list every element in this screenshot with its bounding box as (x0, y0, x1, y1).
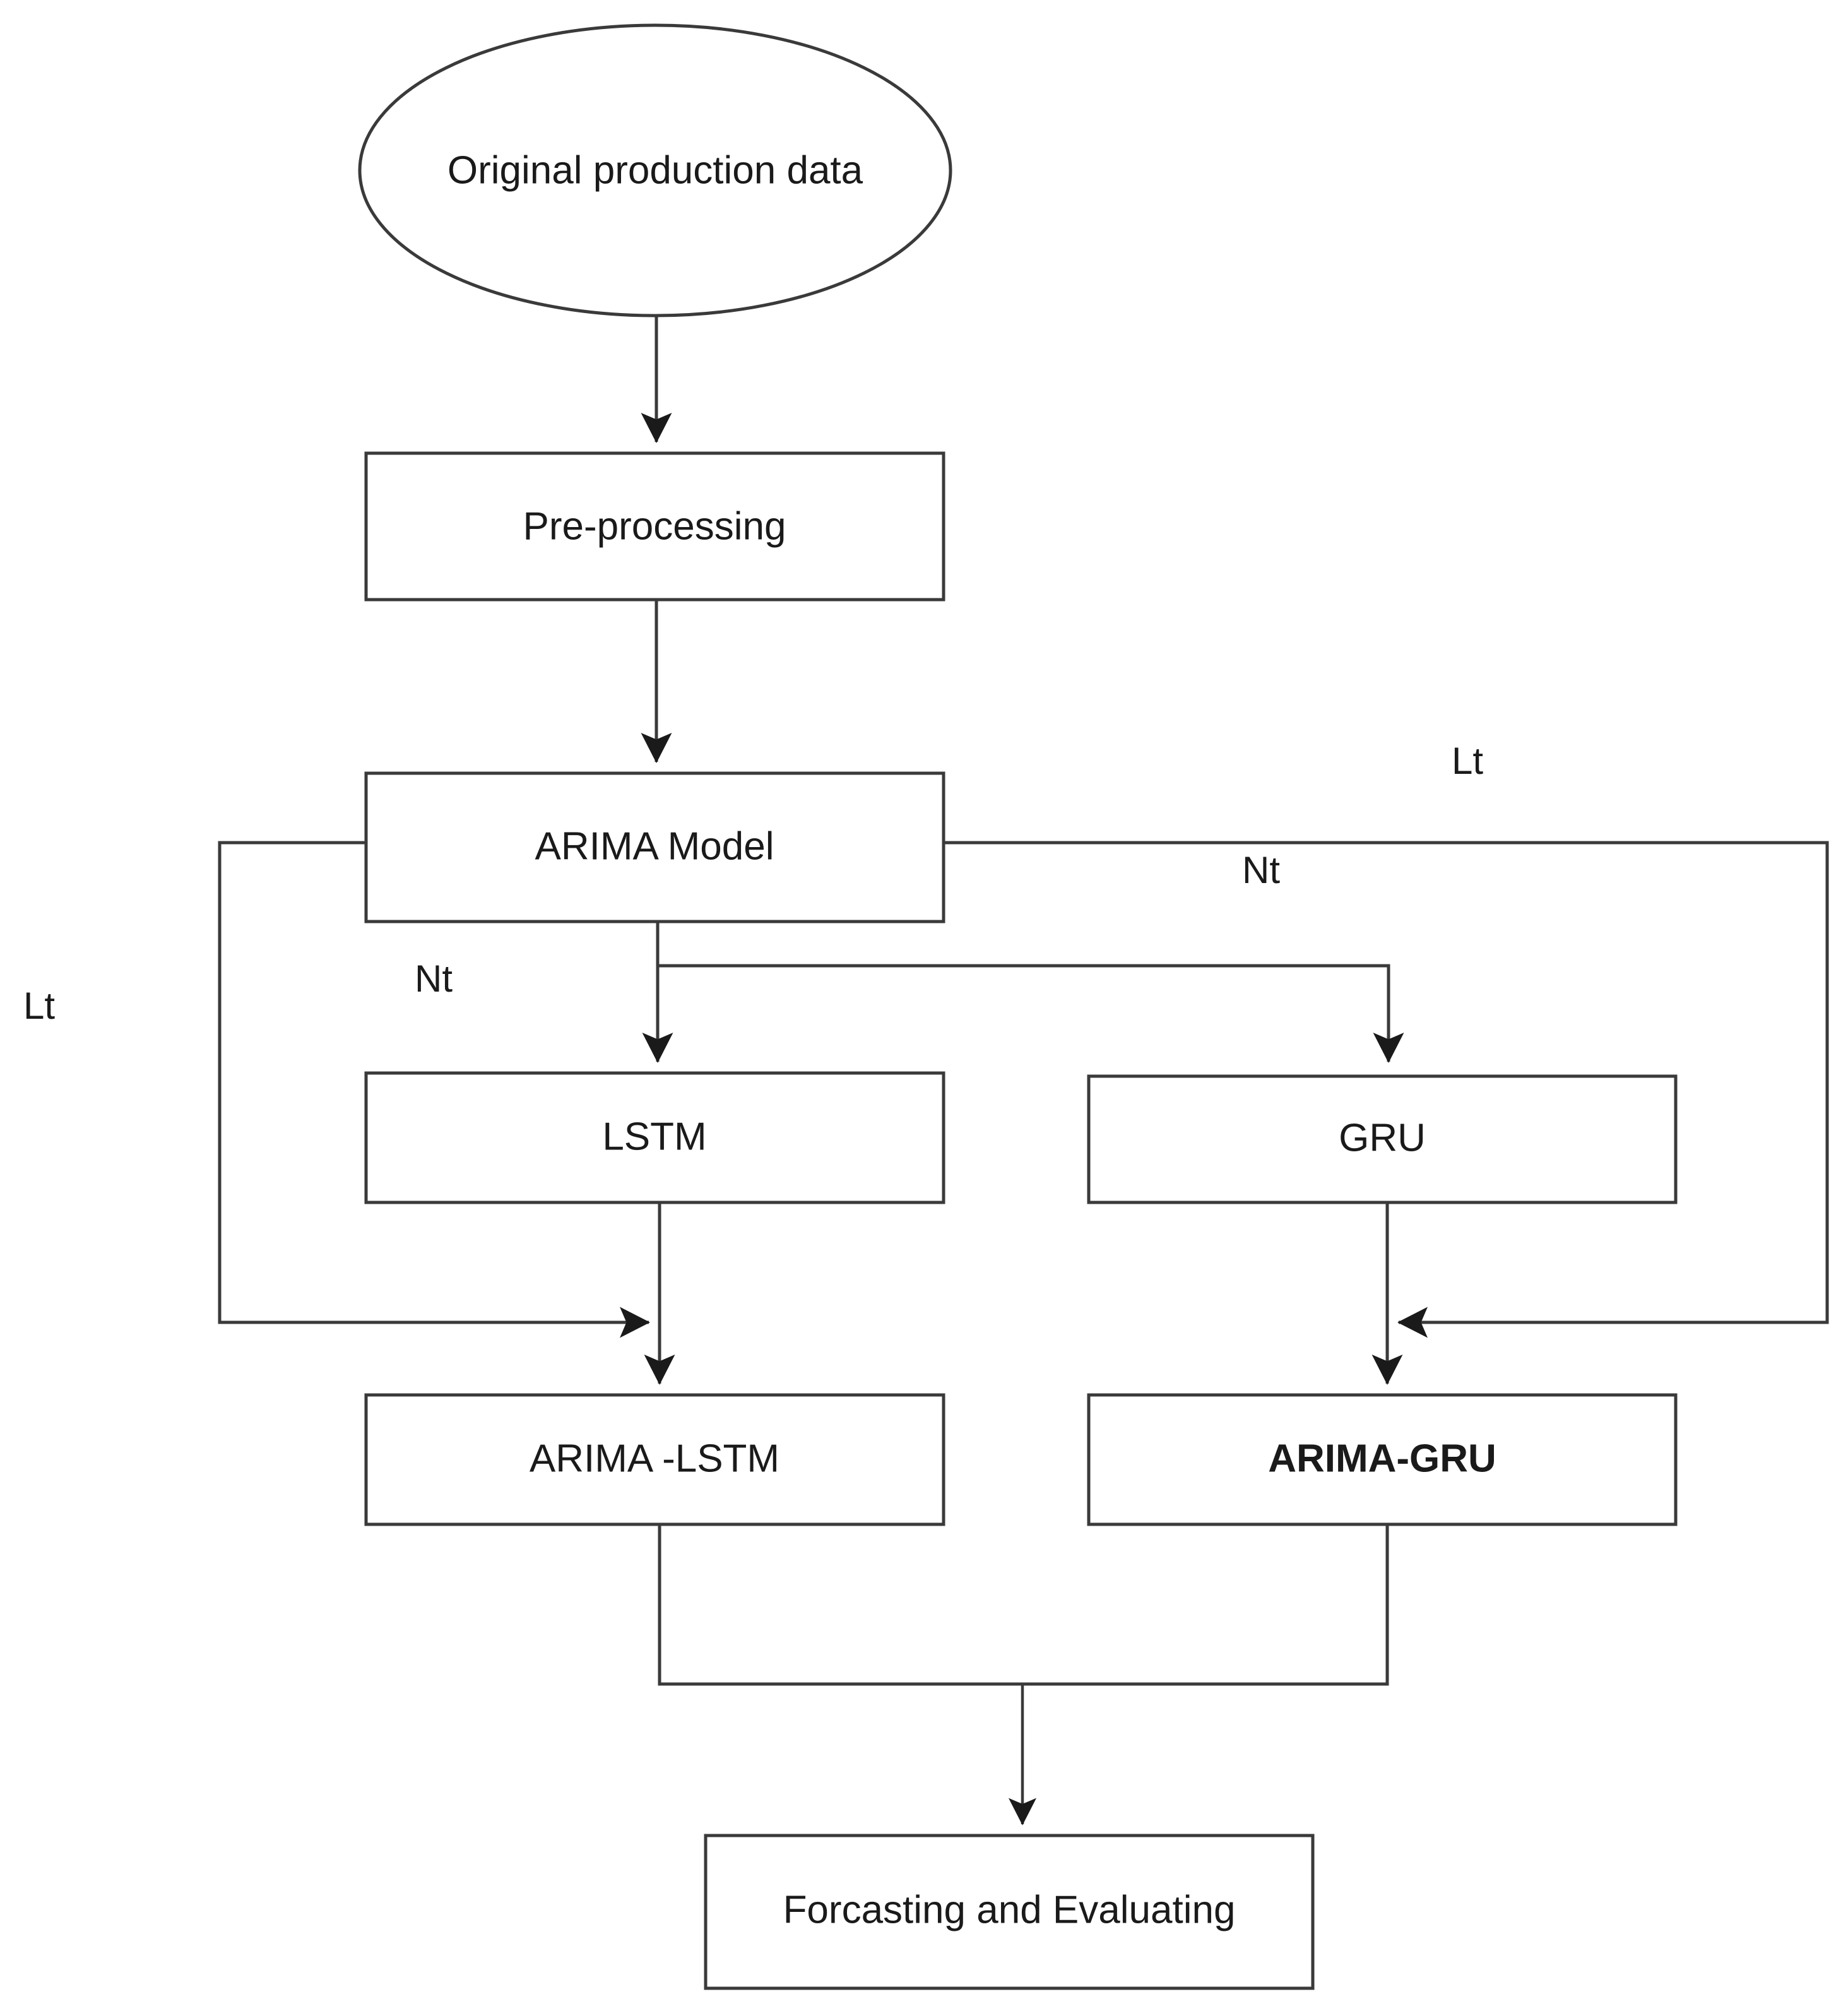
arima-gru-label: ARIMA-GRU (1268, 1437, 1496, 1480)
edge-arima-nt-to-gru (658, 964, 1404, 1064)
original-data-label: Original production data (447, 148, 863, 192)
arima-lstm-label: ARIMA -LSTM (530, 1437, 779, 1480)
lstm-label: LSTM (602, 1115, 706, 1158)
forecast-eval-label: Forcasting and Evaluating (783, 1888, 1236, 1931)
lstm-box (364, 1071, 945, 1204)
node-original-data[interactable]: Original production data (358, 23, 952, 317)
pre-processing-label: Pre-processing (523, 504, 786, 548)
node-pre-processing[interactable]: Pre-processing (364, 451, 945, 602)
node-arima-lstm[interactable]: ARIMA -LSTM (364, 1393, 945, 1526)
arima-lstm-box (364, 1393, 945, 1526)
gru-label: GRU (1339, 1116, 1426, 1160)
edge-arima-lt-left-loop (218, 841, 651, 1338)
arima-model-label: ARIMA Model (535, 824, 774, 868)
gru-box (1087, 1074, 1678, 1204)
forecast-eval-box (704, 1834, 1315, 1990)
node-arima-model[interactable]: ARIMA Model (364, 771, 945, 923)
arima-gru-box (1087, 1393, 1678, 1526)
edge-label-lt-left: Lt (23, 985, 55, 1027)
node-gru[interactable]: GRU (1087, 1074, 1678, 1204)
original-data-ellipse (358, 23, 952, 317)
edge-label-nt-left: Nt (415, 958, 453, 1000)
node-lstm[interactable]: LSTM (364, 1071, 945, 1204)
node-arima-gru[interactable]: ARIMA-GRU (1087, 1393, 1678, 1526)
edge-arima-lstm-to-merge (658, 1524, 1389, 1686)
pre-processing-box (364, 451, 945, 602)
edge-label-nt-right: Nt (1242, 849, 1280, 891)
edge-arima-lt-right-loop (944, 841, 1829, 1338)
edge-label-lt-right: Lt (1452, 740, 1483, 782)
arima-model-box (364, 771, 945, 923)
node-forecast-eval[interactable]: Forcasting and Evaluating (704, 1834, 1315, 1990)
